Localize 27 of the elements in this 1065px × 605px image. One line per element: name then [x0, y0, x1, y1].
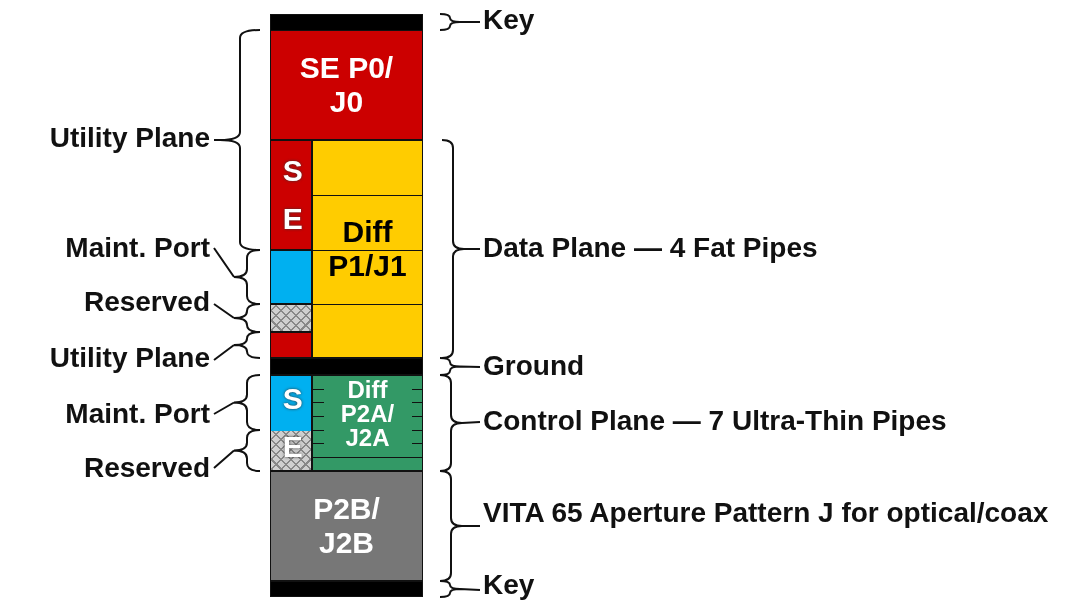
callout-label: Utility Plane	[49, 121, 210, 155]
callout-label: Maint. Port	[65, 231, 210, 265]
pin-label: Diff P1/J1	[327, 214, 408, 284]
pin-label: SE P0/J0	[298, 50, 395, 120]
pin-block	[270, 140, 312, 250]
callout-label: Utility Plane	[49, 341, 210, 375]
pin-block	[270, 304, 312, 332]
pin-block	[270, 375, 312, 471]
pin-label: SE	[282, 153, 300, 237]
callout-label: Maint. Port	[65, 397, 210, 431]
pin-block	[270, 30, 423, 140]
callout-label: Reserved	[83, 451, 210, 485]
pin-block	[312, 375, 423, 471]
pin-label: P2B/J2B	[312, 491, 381, 561]
ground-bar	[270, 358, 423, 375]
pin-block	[270, 471, 423, 581]
pin-block	[270, 332, 312, 358]
callout-label: Data Plane — 4 Fat Pipes	[483, 231, 819, 265]
pin-block	[270, 250, 312, 304]
callout-label: Control Plane — 7 Ultra-Thin Pipes	[483, 404, 948, 438]
callout-label: Key	[483, 3, 536, 37]
callout-label: Ground	[483, 349, 586, 383]
key-bar	[270, 581, 423, 597]
callout-label: Key	[483, 568, 536, 602]
pin-block	[312, 140, 423, 358]
callout-label: VITA 65 Aperture Pattern J for optical/coax	[483, 496, 1050, 530]
callout-label: Reserved	[83, 285, 210, 319]
